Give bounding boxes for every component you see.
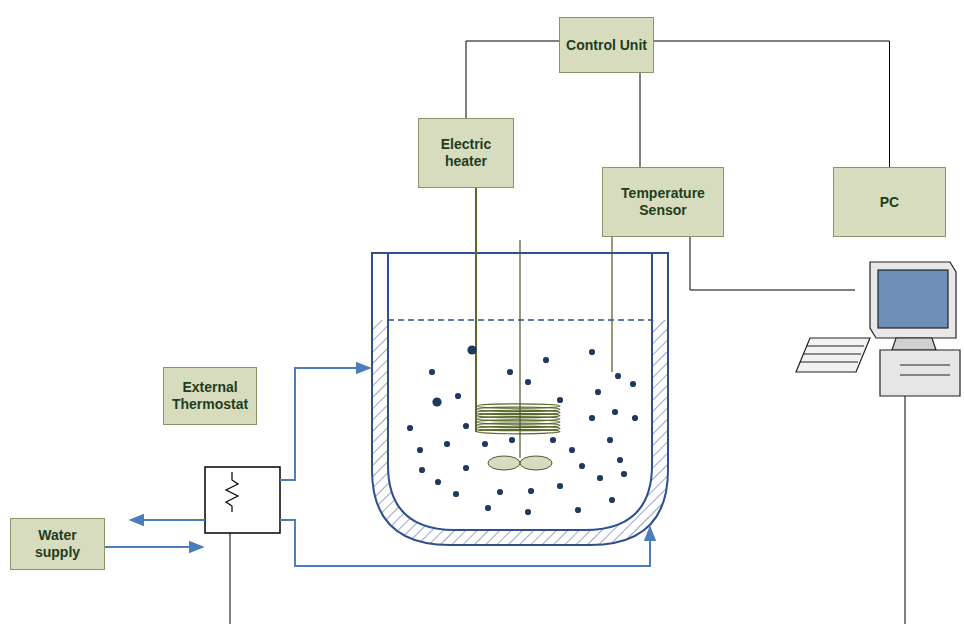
node-label: Control Unit <box>560 34 653 57</box>
water-pipe <box>103 546 203 548</box>
impeller <box>488 456 520 470</box>
connector <box>466 41 559 118</box>
water-pipe <box>280 368 370 480</box>
connector <box>640 73 641 167</box>
particle <box>630 381 636 387</box>
computer-icon <box>796 262 960 396</box>
node-label: Electric heater <box>419 133 513 173</box>
particle <box>463 465 469 471</box>
particles <box>407 345 638 515</box>
particle <box>557 397 563 403</box>
heater-wire <box>475 188 477 432</box>
particle <box>419 467 425 473</box>
particle <box>444 441 450 447</box>
particle <box>417 447 423 453</box>
node-label: Temperature Sensor <box>603 182 723 222</box>
particle <box>557 483 563 489</box>
particle <box>595 389 601 395</box>
control-box: Control Unit <box>559 17 654 73</box>
water-pipe <box>130 519 205 521</box>
particle <box>467 345 476 354</box>
thermostat-box <box>205 467 280 533</box>
pc-box: PC <box>833 167 946 237</box>
signal-wire <box>230 533 231 624</box>
node-label: Water supply <box>11 524 104 564</box>
particle <box>617 457 623 463</box>
resistor-symbol <box>226 472 238 512</box>
particle <box>525 379 531 385</box>
sensor-probe <box>611 237 612 372</box>
particle <box>543 357 549 363</box>
node-label: External Thermostat <box>164 376 256 416</box>
connector <box>654 41 890 167</box>
heater-coil <box>476 404 560 434</box>
particle <box>621 471 627 477</box>
particle <box>597 475 603 481</box>
particle <box>463 423 469 429</box>
particle <box>575 507 581 513</box>
particle <box>569 447 575 453</box>
particle <box>435 479 441 485</box>
particle <box>497 489 503 495</box>
particle <box>407 425 413 431</box>
particle <box>507 369 513 375</box>
particle <box>589 415 595 421</box>
impeller <box>520 456 552 470</box>
particle <box>528 488 534 494</box>
signal-wire <box>905 396 906 624</box>
particle <box>509 437 515 443</box>
particle <box>550 437 556 443</box>
particle <box>615 373 621 379</box>
particle <box>632 415 638 421</box>
water-pipe <box>280 520 650 566</box>
particle <box>429 369 435 375</box>
particle <box>589 349 595 355</box>
label-box: External Thermostat <box>163 367 257 425</box>
node-label: PC <box>874 191 905 214</box>
particle <box>482 441 488 447</box>
particle <box>612 409 618 415</box>
particle <box>579 463 585 469</box>
particle <box>485 505 491 511</box>
process-box: Electric heater <box>418 118 514 188</box>
particle <box>432 397 441 406</box>
supply-box: Water supply <box>10 518 105 570</box>
coil-turn <box>476 429 560 433</box>
particle <box>607 437 613 443</box>
particle <box>453 491 459 497</box>
particle <box>525 509 531 515</box>
sensor-box: Temperature Sensor <box>602 167 724 237</box>
stirrer-shaft <box>519 240 520 458</box>
particle <box>455 393 461 399</box>
signal-wire <box>690 237 855 290</box>
particle <box>609 497 615 503</box>
